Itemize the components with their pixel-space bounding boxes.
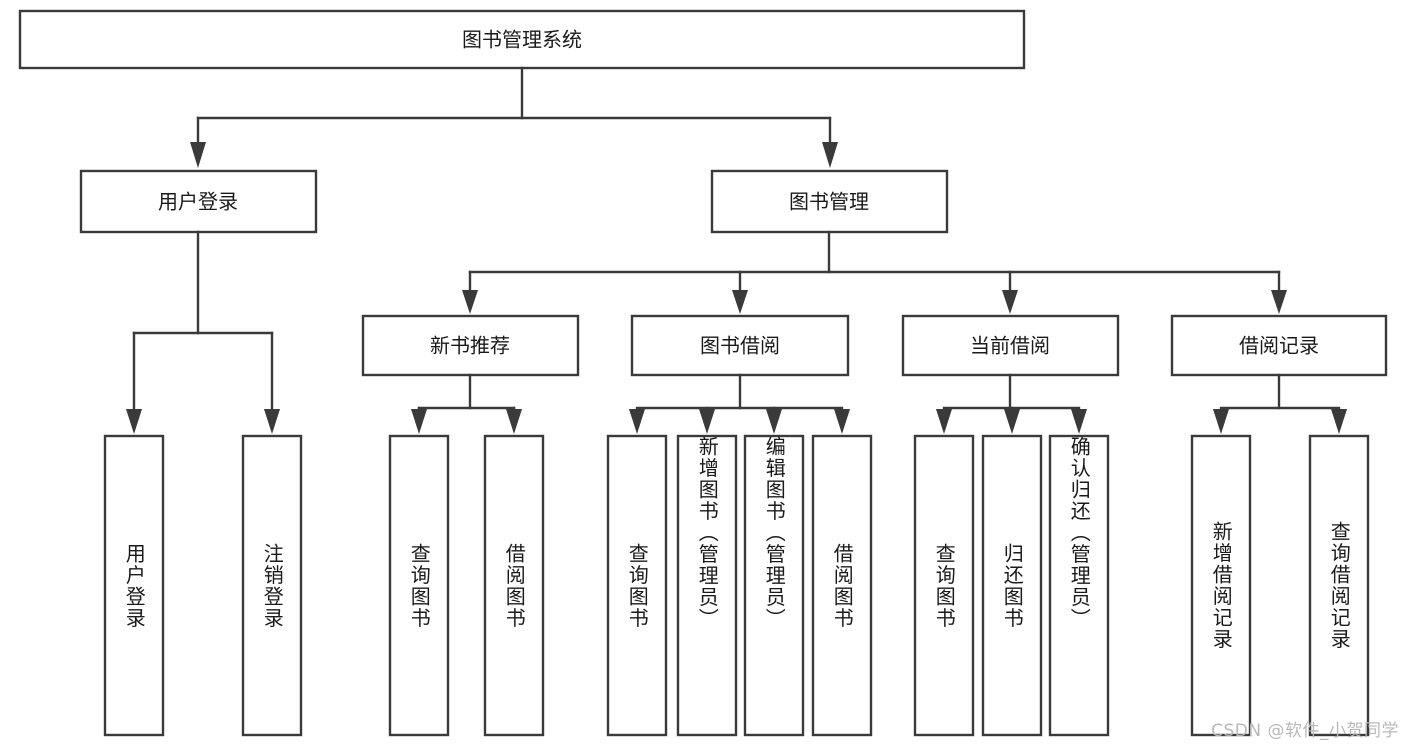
node-root[interactable]: 图书管理系统 <box>18 9 1026 70</box>
node-book-borrow[interactable]: 图书借阅 <box>630 314 850 377</box>
arrow-head-leaf-borrow-book-2 <box>834 409 850 434</box>
node-book-management-box <box>710 169 949 234</box>
node-book-management-label: 图书管理 <box>789 190 869 214</box>
node-borrow-record-box <box>1170 314 1388 377</box>
leaf-box-add-record[interactable] <box>1190 434 1252 737</box>
arrow-head-leaf-user-login <box>126 409 142 434</box>
connector-book-borrow-children <box>629 373 850 434</box>
arrow-head-leaf-query-book-2 <box>629 409 645 434</box>
node-current-borrow-label: 当前借阅 <box>970 334 1050 358</box>
node-book-borrow-box <box>630 314 850 377</box>
arrow-head-leaf-query-book-1 <box>411 409 427 434</box>
leaf-box-add-book[interactable] <box>676 434 738 737</box>
node-root-box <box>18 9 1026 70</box>
leaf-box-query-record[interactable] <box>1308 434 1370 737</box>
leaf-box-query-book-3[interactable] <box>913 434 975 737</box>
node-borrow-record-label: 借阅记录 <box>1239 334 1319 358</box>
leaf-box-query-book-2[interactable] <box>606 434 668 737</box>
leaf-box-user-login[interactable] <box>103 434 165 737</box>
arrow-head-leaf-return-book <box>1004 409 1020 434</box>
node-book-management[interactable]: 图书管理 <box>710 169 949 234</box>
leaf-box-return-book[interactable] <box>981 434 1043 737</box>
connector-root-to-level1 <box>190 66 838 168</box>
arrow-head-leaf-add-book <box>699 409 715 434</box>
node-new-book-recommend-box <box>361 314 580 377</box>
leaf-box-borrow-book-2[interactable] <box>811 434 873 737</box>
node-current-borrow-box <box>901 314 1120 377</box>
arrow-head-book-management <box>822 142 838 168</box>
connector-book-management-children <box>462 230 1287 314</box>
connector-new-book-recommend-children <box>411 373 522 434</box>
leaf-box-edit-book[interactable] <box>743 434 805 737</box>
arrow-head-leaf-add-record <box>1213 409 1229 434</box>
arrow-head-leaf-user-logout <box>264 409 280 434</box>
node-borrow-record[interactable]: 借阅记录 <box>1170 314 1388 377</box>
arrow-head-current-borrow <box>1002 290 1018 314</box>
leaf-box-confirm-return[interactable] <box>1048 434 1110 737</box>
node-new-book-recommend[interactable]: 新书推荐 <box>361 314 580 377</box>
arrow-head-leaf-edit-book <box>766 409 782 434</box>
leaf-box-borrow-book-1[interactable] <box>483 434 545 737</box>
node-user-login[interactable]: 用户登录 <box>79 169 318 234</box>
node-current-borrow[interactable]: 当前借阅 <box>901 314 1120 377</box>
arrow-head-leaf-query-book-3 <box>936 409 952 434</box>
node-book-borrow-label: 图书借阅 <box>700 334 780 358</box>
watermark-label: CSDN @软件_小贺同学 <box>1211 721 1399 741</box>
arrow-head-leaf-query-record <box>1331 409 1347 434</box>
connector-borrow-record-children <box>1213 373 1347 434</box>
arrow-head-leaf-confirm-return <box>1071 409 1087 434</box>
node-root-label: 图书管理系统 <box>462 28 582 52</box>
arrow-head-borrow-record <box>1271 290 1287 314</box>
arrow-head-leaf-borrow-book-1 <box>506 409 522 434</box>
node-new-book-recommend-label: 新书推荐 <box>430 334 510 358</box>
connector-current-borrow-children <box>936 373 1087 434</box>
arrow-head-book-borrow <box>732 290 748 314</box>
connector-user-login-children <box>126 230 280 434</box>
arrow-head-user-login <box>190 142 206 168</box>
leaf-box-user-logout[interactable] <box>241 434 303 737</box>
arrow-head-new-book-recommend <box>462 290 478 314</box>
leaf-box-query-book-1[interactable] <box>388 434 450 737</box>
node-user-login-label: 用户登录 <box>158 190 238 214</box>
